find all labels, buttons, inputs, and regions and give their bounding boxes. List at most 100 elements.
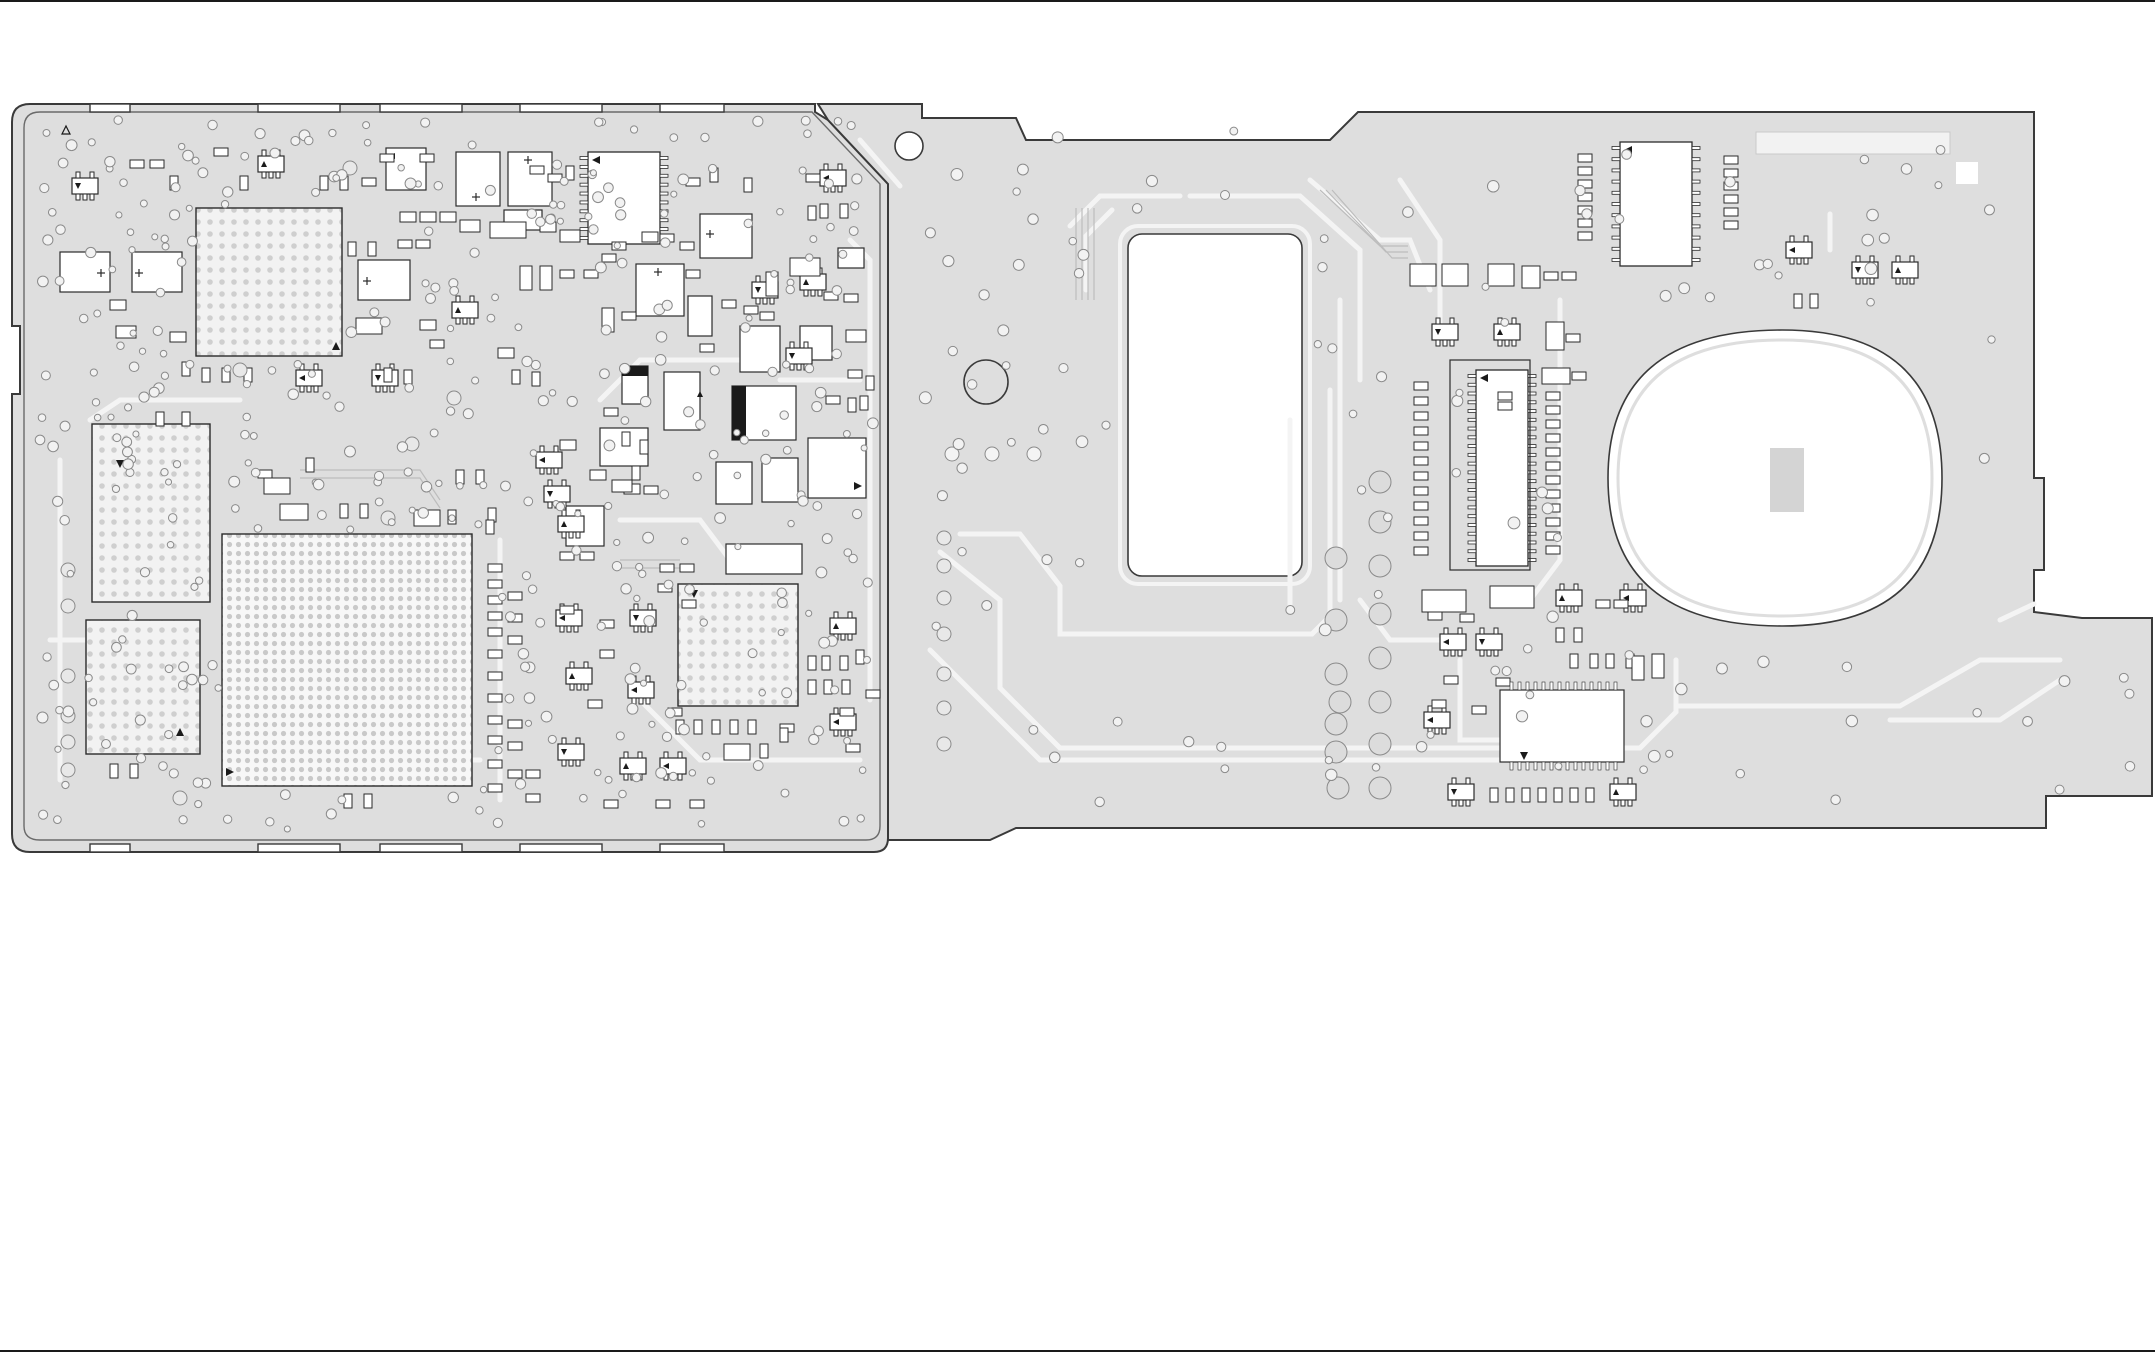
via <box>139 348 145 354</box>
via <box>634 595 640 601</box>
passive-component <box>1472 706 1486 714</box>
via <box>839 250 847 258</box>
passive-component <box>1498 392 1512 400</box>
via <box>768 367 777 376</box>
passive-component <box>110 300 126 310</box>
via <box>863 656 870 663</box>
via <box>640 680 646 686</box>
via <box>88 139 95 146</box>
passive-component <box>560 230 580 242</box>
via <box>1862 234 1874 246</box>
via <box>660 490 669 499</box>
via <box>165 730 173 738</box>
via <box>1842 662 1851 671</box>
via <box>305 136 313 144</box>
passive-component <box>584 270 598 278</box>
passive-component <box>808 656 816 670</box>
passive-component <box>1522 788 1530 802</box>
passive-component <box>214 148 228 156</box>
via <box>251 468 260 477</box>
via <box>799 167 806 174</box>
passive-component <box>1546 546 1560 554</box>
via <box>56 706 64 714</box>
via <box>619 790 627 798</box>
via <box>288 389 299 400</box>
via <box>426 293 436 303</box>
via <box>777 208 784 215</box>
via <box>223 187 233 197</box>
passive-component <box>488 736 502 744</box>
via <box>127 229 134 236</box>
via <box>541 711 552 722</box>
via <box>1582 209 1592 219</box>
passive-component <box>1444 676 1458 684</box>
via <box>1831 795 1841 805</box>
via <box>967 380 977 390</box>
via <box>223 815 231 823</box>
via <box>398 164 405 171</box>
via <box>813 502 822 511</box>
via <box>136 754 145 763</box>
via <box>1369 471 1391 493</box>
via <box>552 160 561 169</box>
via <box>61 669 75 683</box>
via <box>740 436 748 444</box>
passive-component <box>842 680 850 694</box>
via <box>1403 207 1414 218</box>
via <box>363 122 370 129</box>
via <box>94 310 101 317</box>
via <box>621 584 631 594</box>
via <box>1491 666 1500 675</box>
via <box>255 128 265 138</box>
via <box>557 218 563 224</box>
passive-component <box>566 166 574 180</box>
via <box>1184 736 1194 746</box>
via <box>801 116 810 125</box>
via <box>345 446 356 457</box>
via <box>215 685 222 692</box>
passive-component <box>540 266 552 290</box>
via <box>1069 237 1077 245</box>
via <box>549 390 555 396</box>
via <box>405 383 414 392</box>
mounting-hole <box>895 132 923 160</box>
passive-component <box>512 370 520 384</box>
passive-component <box>600 650 614 658</box>
via <box>644 616 655 627</box>
via <box>370 308 379 317</box>
via <box>709 450 718 459</box>
via <box>153 326 162 335</box>
passive-component <box>1538 788 1546 802</box>
via <box>857 815 864 822</box>
via <box>178 681 187 690</box>
via <box>62 781 69 788</box>
via <box>1452 468 1461 477</box>
via <box>698 821 705 828</box>
via <box>161 469 168 476</box>
passive-component <box>1578 167 1592 175</box>
via <box>198 675 208 685</box>
via <box>696 420 706 430</box>
passive-component <box>656 800 670 808</box>
passive-component <box>1410 264 1436 286</box>
via <box>753 761 763 771</box>
via <box>173 791 187 805</box>
via <box>1007 438 1015 446</box>
via <box>2059 676 2070 687</box>
via <box>585 213 592 220</box>
via <box>1326 769 1337 780</box>
capacitor <box>700 214 752 258</box>
via <box>2125 762 2135 772</box>
edge-notch <box>380 104 462 112</box>
via <box>670 134 678 142</box>
via <box>605 502 612 509</box>
via <box>708 164 716 172</box>
via <box>1078 249 1089 260</box>
via <box>937 667 951 681</box>
via <box>815 387 826 398</box>
passive-component <box>380 154 394 162</box>
via <box>112 642 122 652</box>
passive-component <box>130 764 138 778</box>
via <box>250 433 257 440</box>
via <box>404 468 412 476</box>
